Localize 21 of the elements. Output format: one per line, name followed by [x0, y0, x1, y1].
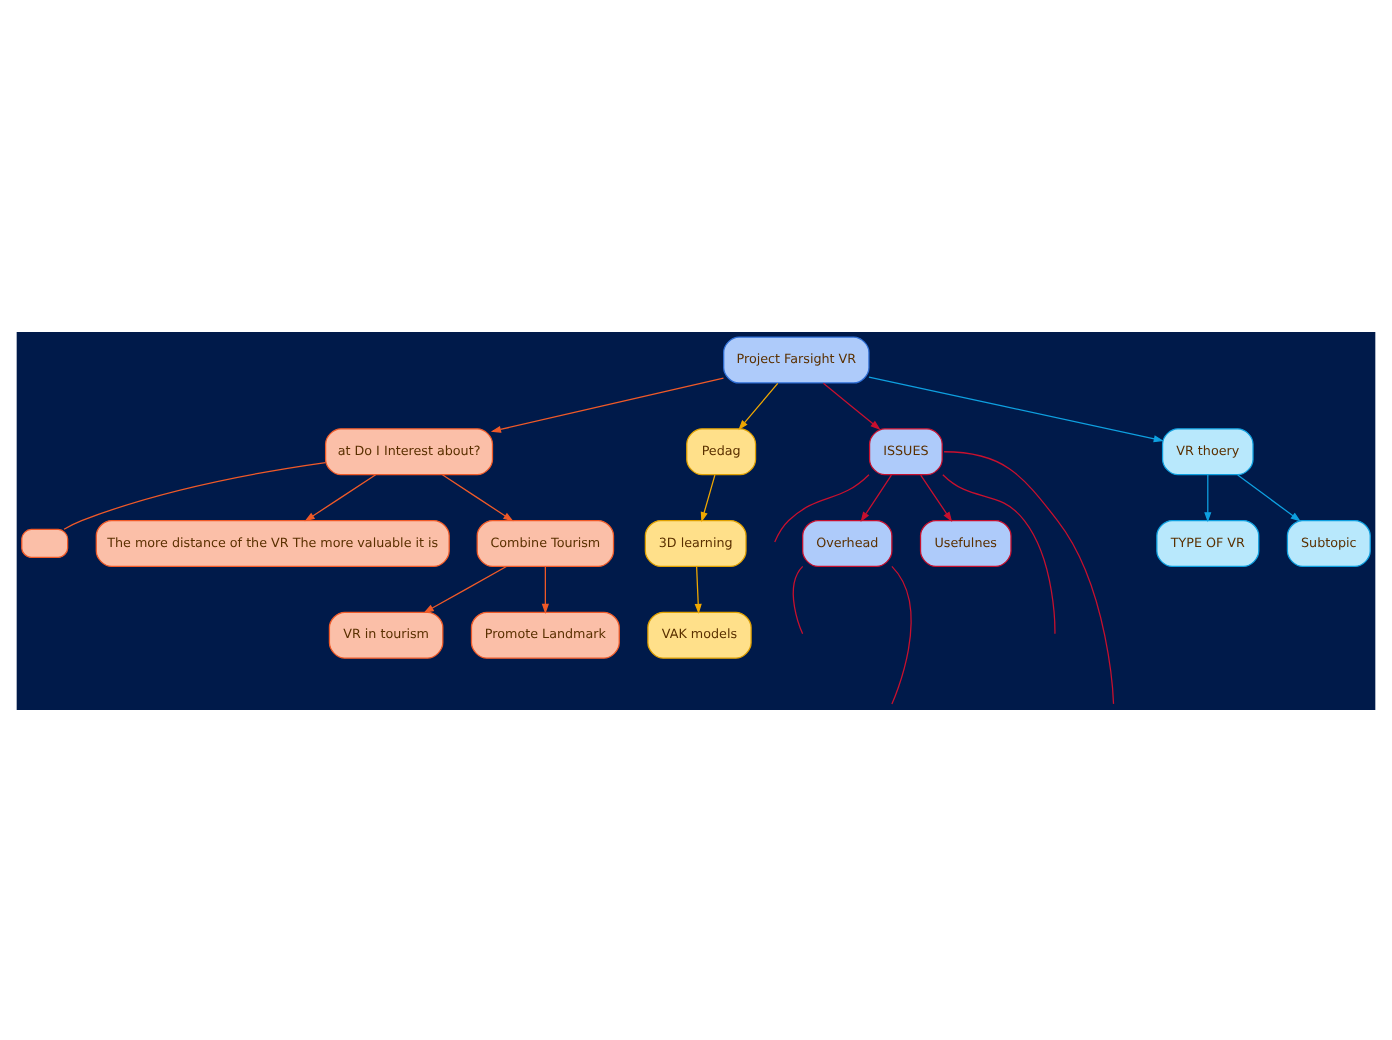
arrow	[1204, 473, 1212, 522]
connector	[943, 450, 1115, 704]
node-box	[21, 527, 69, 558]
arrow	[700, 473, 716, 522]
arrow	[694, 565, 702, 614]
arrow	[738, 381, 779, 430]
arrow	[920, 473, 953, 521]
connector	[63, 460, 327, 529]
arrow	[822, 381, 881, 429]
arrow	[304, 473, 377, 521]
connector	[891, 564, 912, 704]
arrow	[423, 564, 508, 612]
arrow	[541, 565, 549, 614]
arrow	[441, 473, 514, 521]
connector	[774, 473, 870, 542]
connector	[942, 473, 1056, 634]
arrow	[860, 473, 893, 521]
arrow	[490, 376, 725, 432]
arrow	[868, 375, 1164, 442]
arrow	[1237, 473, 1301, 521]
connector	[792, 564, 804, 634]
